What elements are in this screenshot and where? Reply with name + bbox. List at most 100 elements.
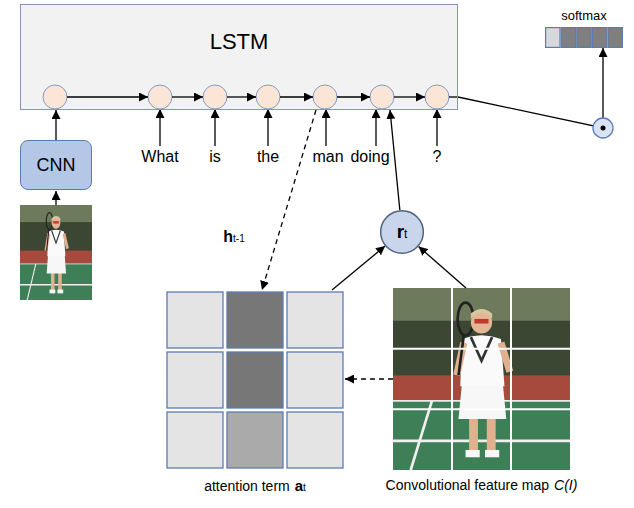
attention-cell — [227, 352, 283, 408]
question-word: doing — [350, 148, 389, 165]
lstm-cell — [256, 85, 280, 109]
question-word: man — [312, 148, 343, 165]
output-label: softmax — [561, 8, 607, 23]
attention-cell — [167, 412, 223, 468]
grid-line — [393, 348, 570, 350]
lstm-cell — [148, 85, 172, 109]
word-arrows — [56, 109, 437, 205]
block-title: CNN — [37, 155, 76, 175]
caption: Convolutional feature map — [386, 477, 549, 493]
question-word: the — [257, 148, 279, 165]
word-arrow — [436, 109, 437, 146]
output-line — [449, 96, 458, 97]
lstm-cell — [43, 85, 67, 109]
attention-cell — [167, 352, 223, 408]
grid-line — [510, 288, 512, 470]
word-arrow — [159, 109, 160, 146]
attention-grid: attention termat — [165, 290, 345, 470]
dashed-arrow — [345, 378, 393, 379]
recurrent-arrow — [394, 96, 425, 97]
word-holder: ? — [433, 148, 442, 166]
lstm-fill — [20, 4, 458, 110]
recurrent-arrow — [337, 96, 370, 97]
word-holder: the — [257, 148, 279, 166]
flow-arrow — [458, 48, 603, 128]
feature-map: Convolutional feature mapC(I) — [393, 288, 570, 470]
cnn-box: CNN — [20, 140, 92, 190]
word-arrow — [375, 109, 376, 146]
word-arrow — [267, 109, 268, 146]
circle-shape — [380, 210, 424, 254]
text-holder: rt — [397, 221, 408, 243]
product-dot — [601, 126, 606, 131]
word-holder: is — [209, 148, 221, 166]
vector-symbol: rt — [397, 221, 408, 243]
lstm-cell — [313, 85, 337, 109]
softmax-cell — [577, 28, 591, 48]
recurrent-arrow — [67, 96, 148, 97]
question-word: ? — [433, 148, 442, 165]
text-holder: attention term at — [204, 477, 306, 494]
attention-cell — [167, 292, 223, 348]
attention-cells — [165, 290, 345, 470]
attention-cell — [287, 292, 343, 348]
grid-line — [393, 408, 570, 410]
grid-line — [451, 288, 453, 470]
lstm-box: LSTM — [20, 4, 458, 110]
flow-arrow — [55, 110, 56, 140]
word-arrow — [325, 109, 326, 146]
softmax-cells — [545, 27, 623, 48]
text-holder: LSTM — [21, 29, 457, 55]
flow-arrow — [390, 110, 400, 210]
attention-cell — [287, 412, 343, 468]
block-title: LSTM — [210, 29, 269, 54]
word-holder: man — [312, 148, 343, 166]
softmax-cell — [608, 28, 622, 48]
word-arrow — [214, 109, 215, 146]
lstm-cells — [43, 85, 449, 109]
image-arrow — [55, 191, 56, 205]
recurrent-arrows — [67, 96, 458, 97]
feature-grid-lines — [393, 288, 570, 470]
question-word: What — [141, 148, 178, 165]
question-word: is — [209, 148, 221, 165]
product-symbol — [593, 118, 613, 138]
function-symbol: C(I) — [554, 477, 577, 493]
softmax-cell — [561, 28, 575, 48]
edge-label-holder: ht-1 — [221, 228, 246, 246]
text-holder: CNN — [37, 155, 76, 176]
vector-symbol: at — [295, 477, 306, 494]
dashed-arrow — [262, 110, 316, 290]
lstm-cell — [425, 85, 449, 109]
hidden-state-label: ht-1 — [223, 228, 244, 246]
flow-arrow — [419, 246, 466, 288]
flow-arrow — [332, 246, 385, 290]
text-holder: Convolutional feature map C(I) — [386, 477, 578, 493]
recurrent-arrow — [172, 96, 203, 97]
lstm-cell — [203, 85, 227, 109]
lstm-cell — [370, 85, 394, 109]
softmax-bar: softmax — [545, 27, 623, 48]
softmax-cell — [546, 28, 560, 48]
input-photo — [20, 205, 92, 300]
caption: attention term — [204, 478, 290, 494]
connectors — [56, 48, 603, 379]
text-holder: softmax — [561, 6, 607, 24]
attention-cell — [227, 292, 283, 348]
attention-cell — [287, 352, 343, 408]
circle-outline — [381, 211, 424, 254]
feature-photo — [393, 288, 570, 470]
attention-cell — [227, 412, 283, 468]
word-holder: doing — [350, 148, 389, 166]
softmax-cell — [592, 28, 606, 48]
word-holder: What — [141, 148, 178, 166]
context-circle: rt — [380, 210, 424, 254]
recurrent-arrow — [280, 96, 313, 97]
recurrent-arrow — [227, 96, 256, 97]
